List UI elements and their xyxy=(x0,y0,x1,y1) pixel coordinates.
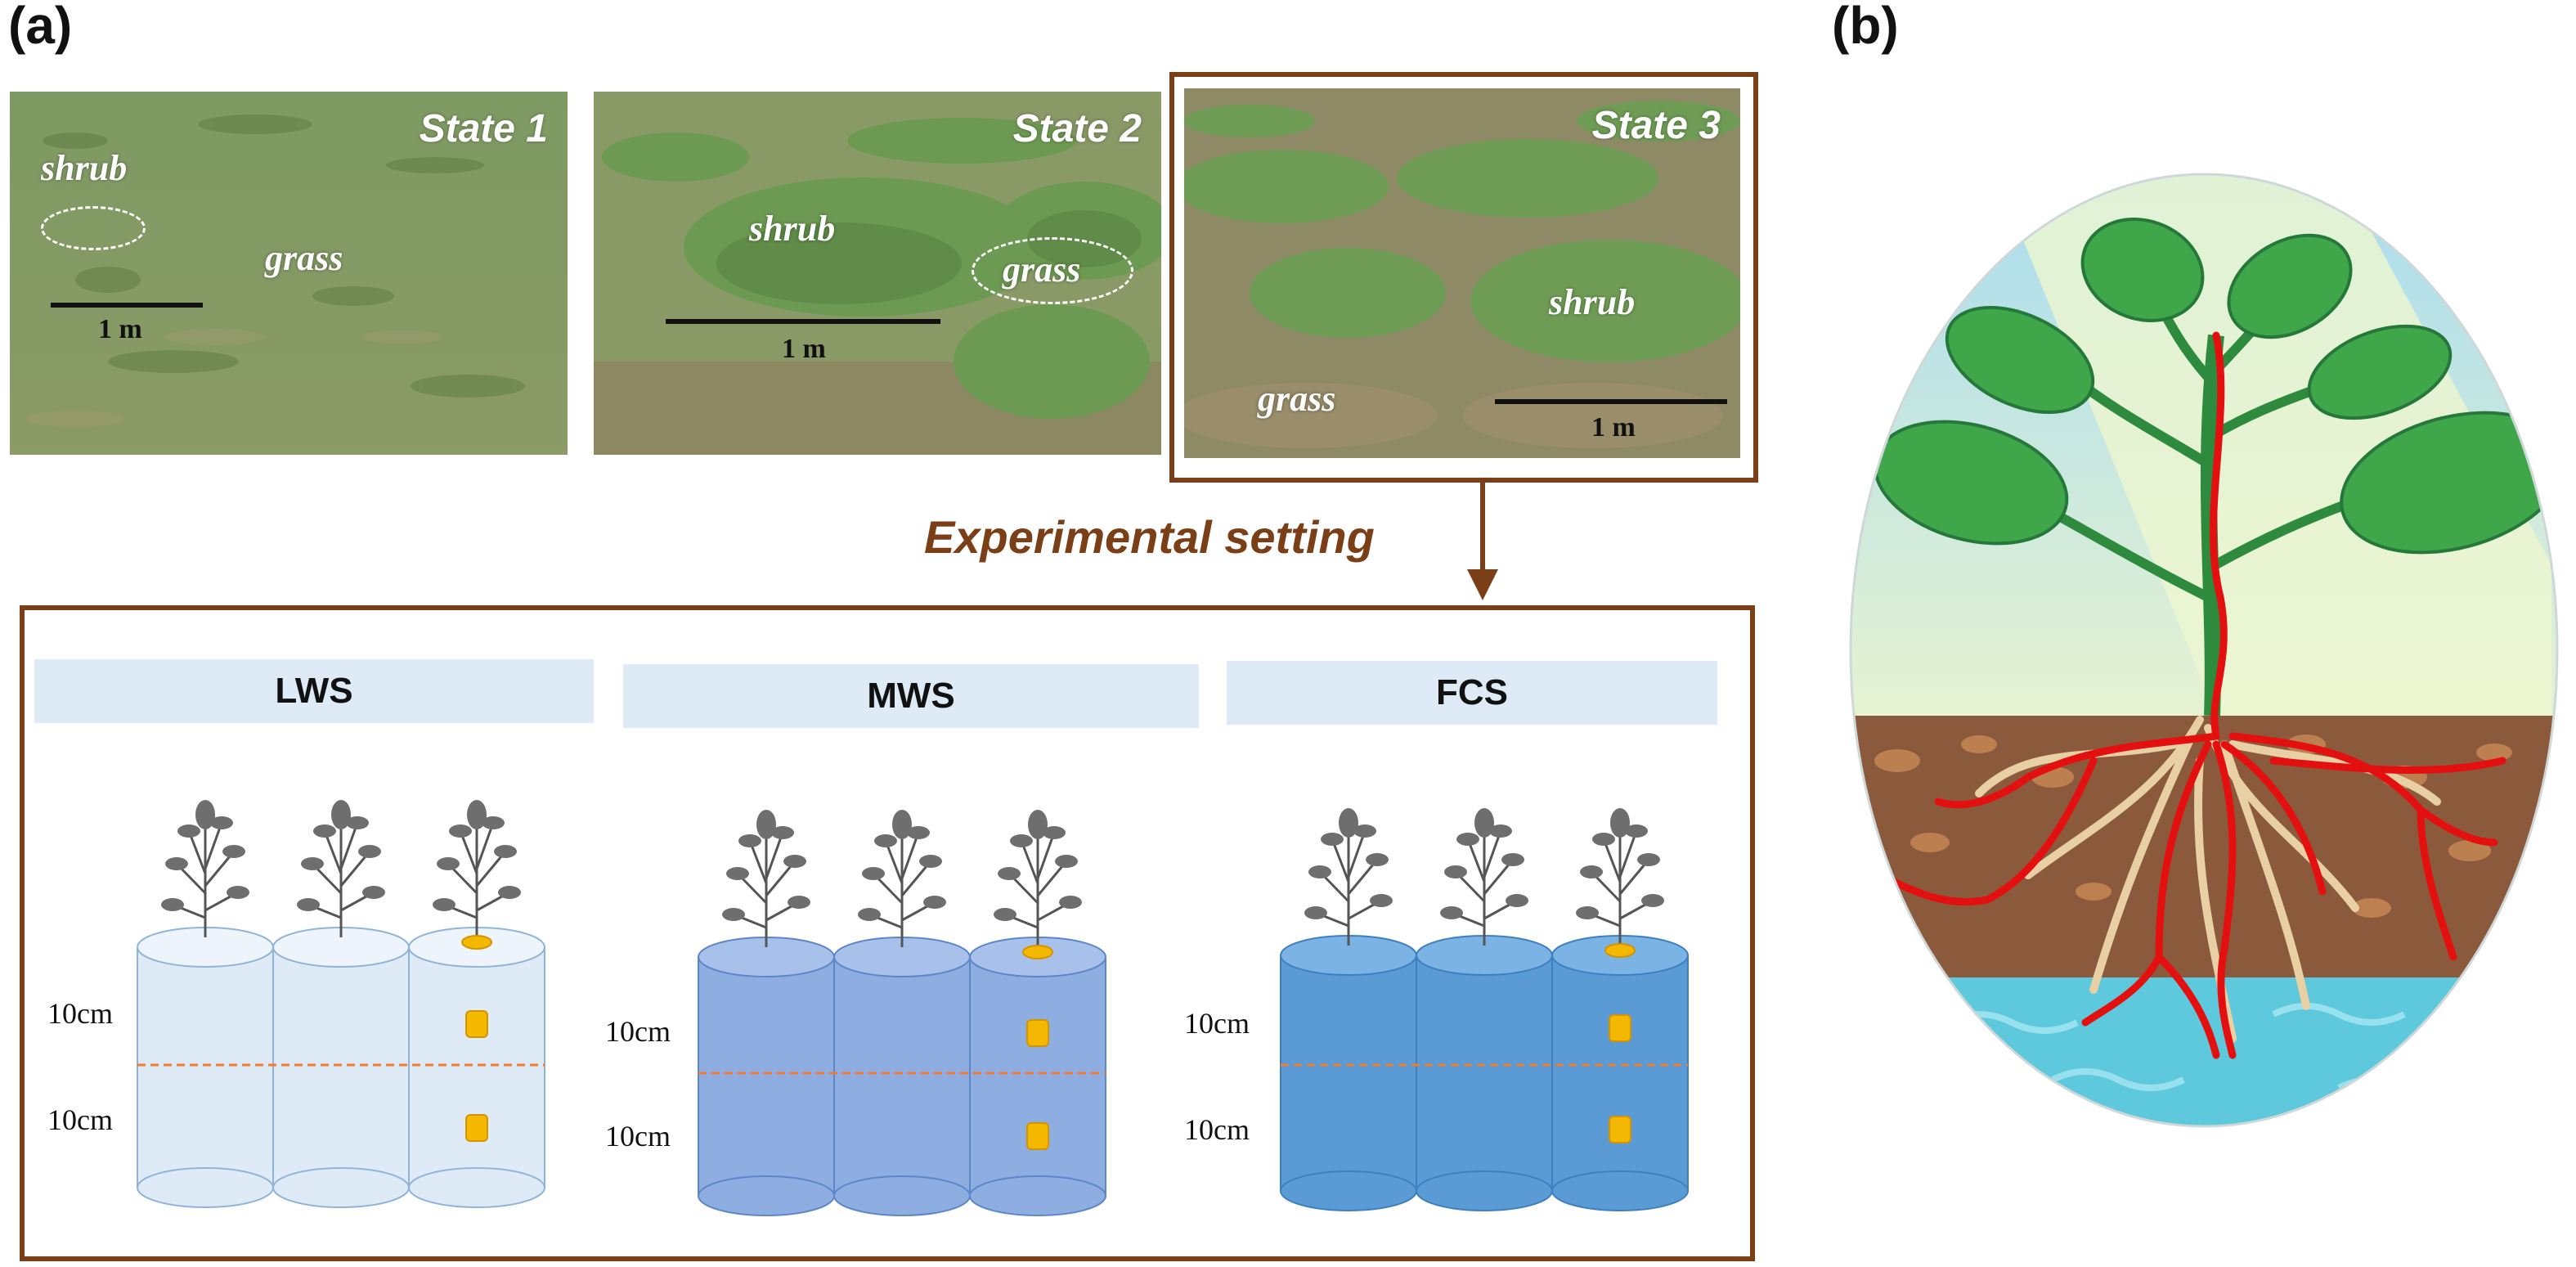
soil-sensor-icon xyxy=(1026,1019,1049,1047)
panel-b-label: (b) xyxy=(1832,0,1899,55)
plant-sketch-icon xyxy=(161,800,249,937)
pot-body xyxy=(1416,955,1553,1192)
grassland-photo-1 xyxy=(10,92,568,455)
experimental-setting-frame xyxy=(20,605,1755,1261)
water-layer xyxy=(1851,977,2557,1126)
soil-sensor-icon xyxy=(1604,943,1636,958)
pot-body xyxy=(969,956,1106,1197)
grass-label-1: grass xyxy=(265,238,343,278)
depth-label-fcs-bottom: 10cm xyxy=(1184,1113,1250,1146)
soil-sensor-icon xyxy=(465,1114,488,1142)
scale-label-2: 1 m xyxy=(782,334,826,364)
scale-bar-3 xyxy=(1495,399,1727,404)
scale-label-3: 1 m xyxy=(1591,412,1636,443)
shrub-label-2: shrub xyxy=(749,209,836,249)
pot-body xyxy=(1280,955,1417,1192)
plant-sketch-icon xyxy=(858,810,946,947)
state-3-highlight-frame xyxy=(1169,72,1758,483)
soil-sensor-icon xyxy=(1609,1014,1631,1042)
scale-bar-1 xyxy=(51,303,203,308)
treatment-header-lws: LWS xyxy=(34,659,594,723)
shrub-label-3: shrub xyxy=(1549,282,1636,322)
grass-label-3: grass xyxy=(1258,379,1336,419)
panel-a-label: (a) xyxy=(8,0,73,55)
leaf-group xyxy=(1873,218,2557,555)
pot-body xyxy=(272,946,410,1188)
soil-sensor-icon xyxy=(465,1010,488,1038)
soil-sensor-icon xyxy=(461,935,492,950)
soil-sensor-icon xyxy=(1026,1122,1049,1150)
scale-label-1: 1 m xyxy=(98,314,142,344)
pot-body xyxy=(1551,955,1689,1192)
pot-body xyxy=(833,956,971,1197)
plant-sketch-icon xyxy=(297,800,385,937)
depth-label-lws-bottom: 10cm xyxy=(47,1103,113,1136)
treatment-header-mws: MWS xyxy=(623,664,1199,728)
scale-bar-2 xyxy=(666,319,940,324)
pot-body xyxy=(137,946,274,1188)
grass-label-2: grass xyxy=(1003,249,1081,290)
depth-label-mws-bottom: 10cm xyxy=(605,1120,671,1152)
photo-state-1: State 1 shrub grass 1 m xyxy=(10,92,568,455)
soil-sensor-icon xyxy=(1609,1116,1631,1143)
state-1-title: State 1 xyxy=(419,107,548,151)
pot-groups xyxy=(137,800,1689,1216)
photo-state-3: State 3 shrub grass 1 m xyxy=(1184,88,1740,458)
plant-sketch-icon xyxy=(1440,808,1528,946)
depth-label-lws-top: 10cm xyxy=(47,997,113,1030)
plant-sketch-icon xyxy=(433,800,521,937)
state-2-title: State 2 xyxy=(1012,107,1142,151)
photo-state-2: State 2 shrub grass 1 m xyxy=(594,92,1161,455)
state-3-title: State 3 xyxy=(1591,104,1721,147)
depth-label-mws-top: 10cm xyxy=(605,1015,671,1048)
plant-root-illustration xyxy=(1849,173,2559,1128)
plant-sketch-icon xyxy=(722,810,810,947)
grass-highlight-ellipse xyxy=(972,237,1133,304)
red-root-trace xyxy=(1877,331,2506,1059)
shrub-label-1: shrub xyxy=(41,148,128,188)
soil-sensor-icon xyxy=(1022,945,1053,959)
experimental-setting-title: Experimental setting xyxy=(924,511,1375,563)
pot-body xyxy=(698,956,835,1197)
pot-body xyxy=(408,946,545,1188)
plant-sketch-icon xyxy=(994,810,1082,947)
arrow-down-icon xyxy=(1467,479,1498,600)
plant-sketch-icon xyxy=(1576,808,1664,946)
plant-sketch-icon xyxy=(1304,808,1393,946)
treatment-header-fcs: FCS xyxy=(1227,661,1717,725)
depth-label-fcs-top: 10cm xyxy=(1184,1007,1250,1040)
shrub-highlight-ellipse xyxy=(41,206,146,250)
